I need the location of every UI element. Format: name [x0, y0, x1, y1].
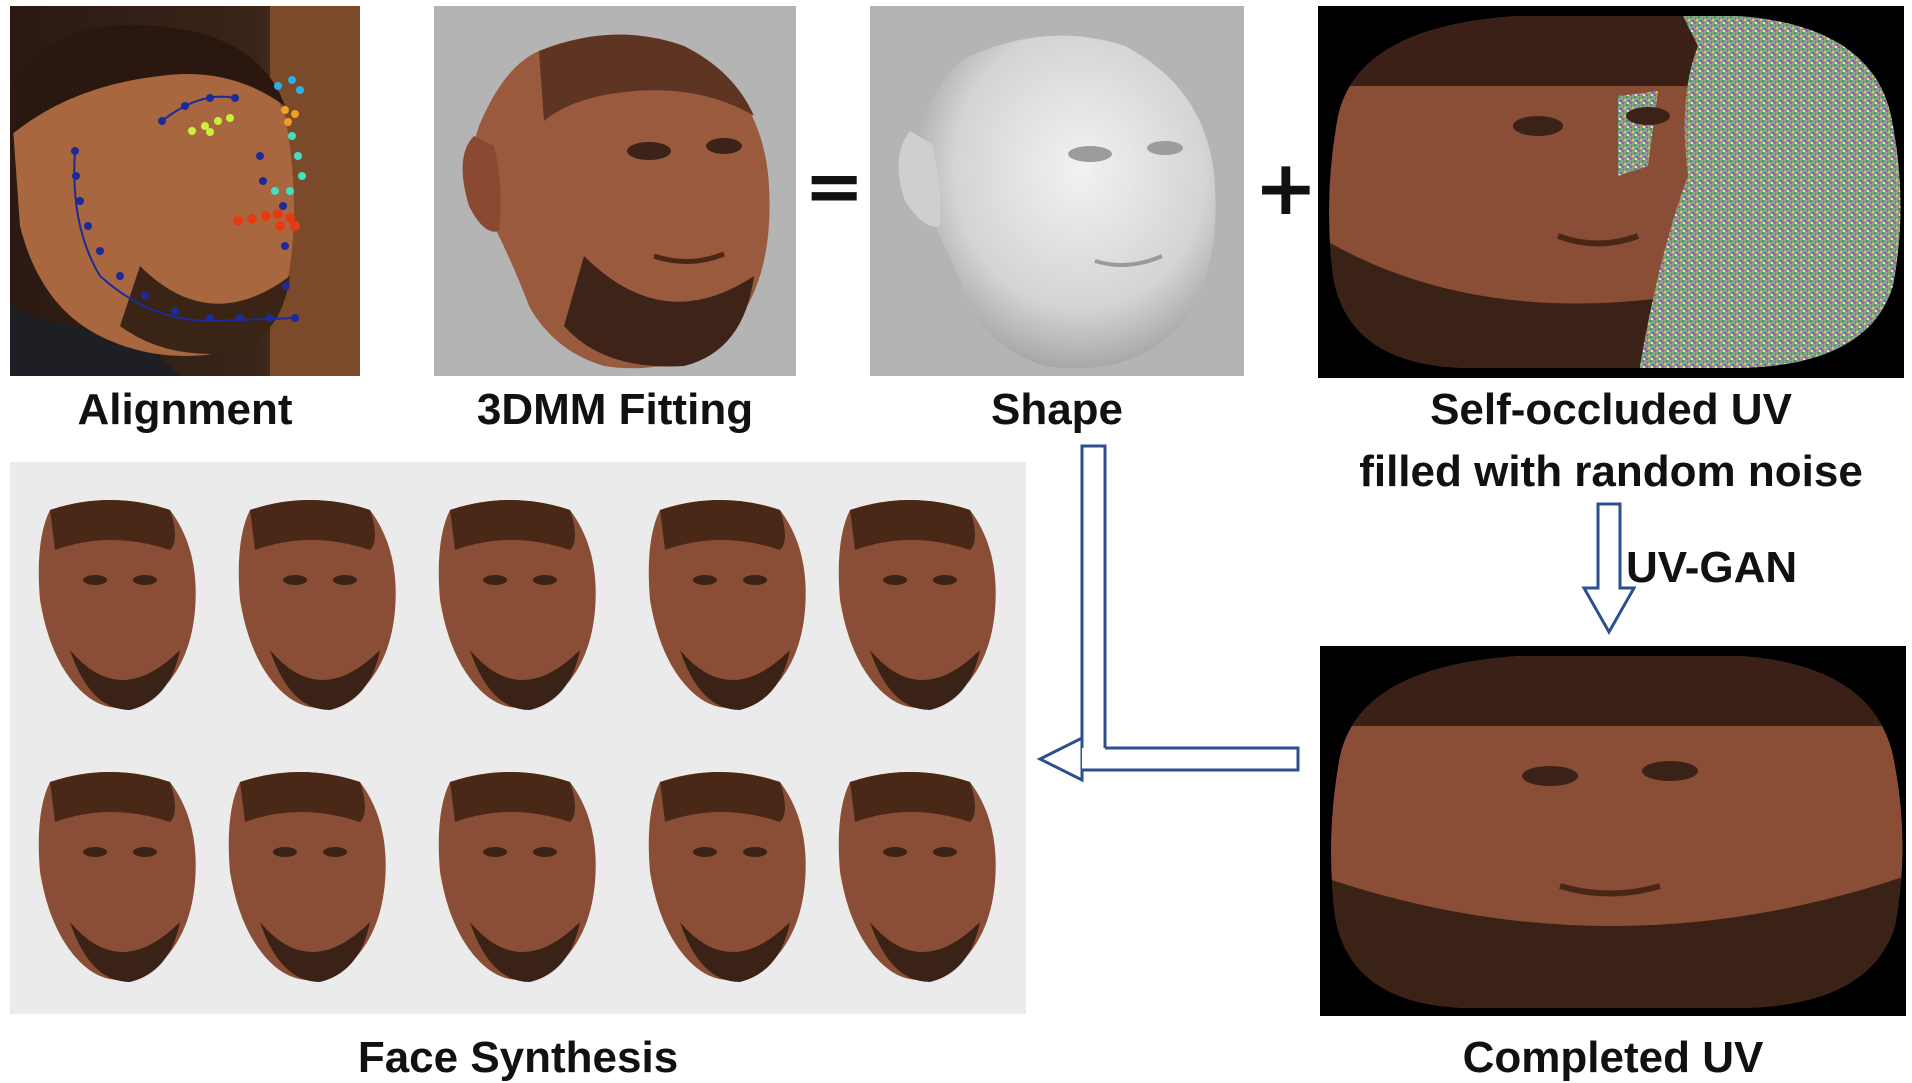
completed-uv-image: [1320, 646, 1906, 1016]
completed-label: Completed UV: [1462, 1033, 1764, 1082]
alignment-image: [10, 6, 360, 376]
occluded-label-line1: Self-occluded UV: [1430, 385, 1792, 434]
uvgan-label: UV-GAN: [1626, 543, 1798, 592]
fitting-label: 3DMM Fitting: [476, 385, 754, 434]
shape-label: Shape: [990, 385, 1124, 434]
completed-to-synthesis-arrowhead: [1036, 735, 1084, 783]
occluded-uv-image: [1318, 6, 1904, 378]
fitting-image: [434, 6, 796, 376]
gray-3d-mesh-icon: [870, 6, 1244, 376]
textured-3d-face-icon: [434, 6, 796, 376]
plus-operator: +: [1254, 143, 1318, 232]
noisy-uv-map-icon: [1318, 6, 1904, 378]
occluded-label-line2: filled with random noise: [1359, 447, 1863, 496]
shape-to-synthesis-arrow: [1080, 444, 1300, 772]
uvgan-down-arrow: [1581, 502, 1637, 636]
synthesis-label: Face Synthesis: [357, 1033, 679, 1082]
equals-operator: =: [804, 144, 865, 228]
face-landmarks-photo-icon: [10, 6, 360, 376]
shape-image: [870, 6, 1244, 376]
alignment-label: Alignment: [77, 385, 293, 434]
synthesis-panel: [10, 462, 1026, 1014]
completed-uv-map-icon: [1320, 646, 1906, 1016]
